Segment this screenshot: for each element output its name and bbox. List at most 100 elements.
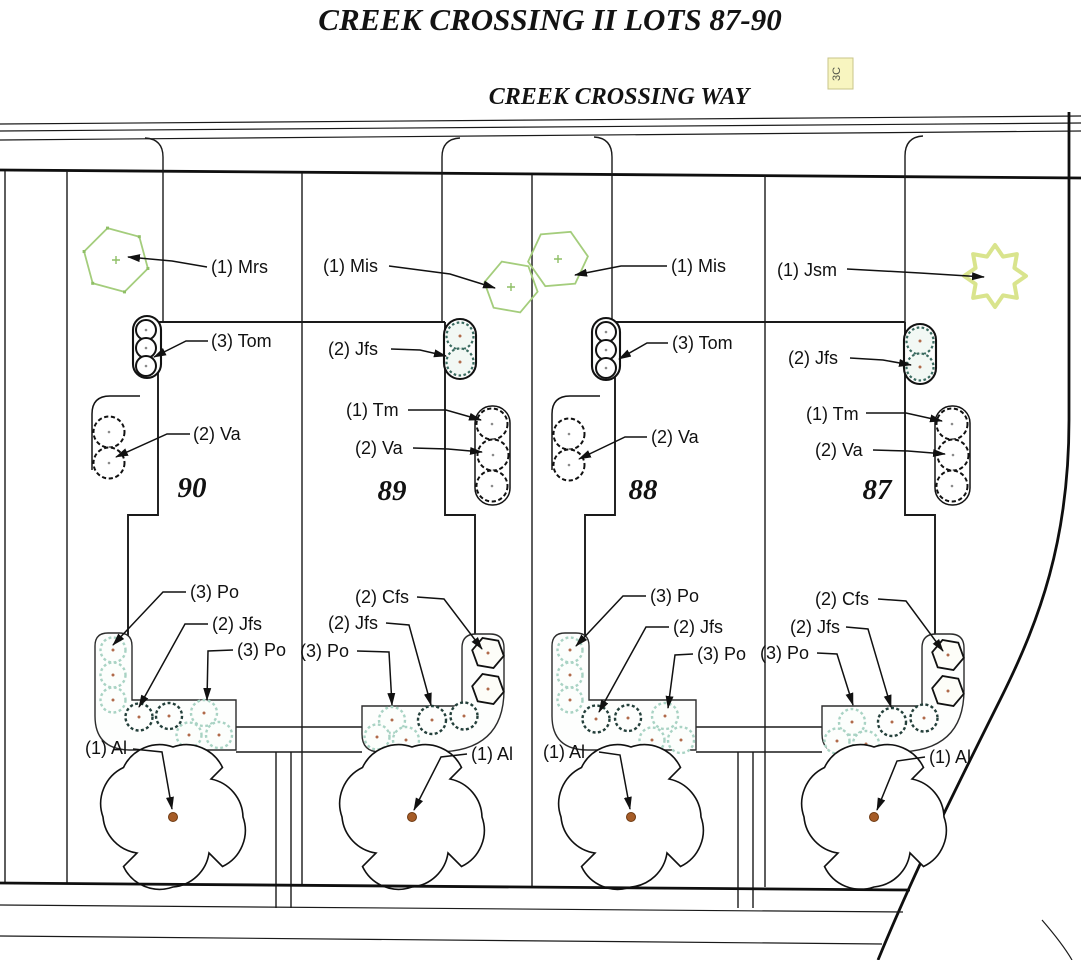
plant-label-mis: (1) Mis: [323, 256, 378, 276]
bottom-street-lines: [0, 881, 1073, 960]
leader-line: [665, 653, 694, 709]
street-edge-line: [0, 935, 883, 945]
leader-line: [816, 652, 854, 706]
street-edge-line: [0, 122, 1081, 132]
po-shrubs-upper-lot-90: [99, 636, 127, 714]
house-side-89: [444, 322, 476, 705]
driveway-edge: [441, 137, 461, 322]
leader-line: [127, 254, 208, 268]
leader-line: [388, 265, 496, 289]
leader-line: [849, 357, 912, 367]
front-property-line: [0, 168, 1081, 180]
house-side-90: [127, 322, 159, 702]
lot-number-87: 87: [863, 474, 894, 506]
plant-label-mis: (1) Mis: [671, 256, 726, 276]
shade-trees: [99, 743, 948, 891]
plant-label-cfs: (2) Cfs: [355, 587, 409, 607]
leader-line: [132, 748, 174, 810]
jfs-shrubs-lower-lot-89: [416, 701, 479, 736]
walkway-88-87: [737, 752, 754, 908]
labels-lot-87: (1) Jsm (2) Jfs (1) Tm (2) Va (2) Cfs (2…: [760, 260, 985, 811]
al-tree-lot-88: [557, 743, 705, 891]
plant-label-tm: (1) Tm: [346, 400, 399, 420]
tm-va-shrubs-lot-89: [474, 405, 511, 506]
plant-label-jfs-upper: (2) Jfs: [328, 339, 378, 359]
plant-label-al: (1) Al: [543, 742, 585, 762]
plant-label-jfs-upper: (2) Jfs: [788, 348, 838, 368]
al-tree-lot-89: [338, 743, 486, 891]
driveways: [144, 135, 924, 322]
street-corner-curve: [1041, 919, 1073, 960]
driveway-edge: [904, 135, 924, 322]
patio-88-87: [696, 726, 822, 753]
leader-line: [575, 595, 646, 647]
leader-line: [574, 265, 667, 277]
revision-note-text: 3C: [831, 67, 843, 81]
leader-line: [846, 268, 985, 281]
va-shrubs-lot-90: [91, 395, 140, 480]
leader-line: [385, 622, 432, 706]
mis-tree-lot-88: [527, 230, 589, 288]
plant-label-po-upper: (3) Po: [650, 586, 699, 606]
driveway-edge: [593, 136, 613, 322]
plant-label-jfs: (2) Jfs: [673, 617, 723, 637]
plant-label-mrs: (1) Mrs: [211, 257, 268, 277]
al-tree-lot-87: [800, 743, 948, 891]
leader-line: [412, 446, 483, 455]
jfs-shrubs-upper-lot-89: [442, 317, 478, 381]
leader-line: [115, 433, 190, 458]
jfs-shrubs-lower-lot-90: [124, 701, 184, 732]
plant-label-jfs-lower: (2) Jfs: [328, 613, 378, 633]
plant-label-jfs-lower: (2) Jfs: [790, 617, 840, 637]
street-edge-line: [0, 115, 1081, 125]
leader-line: [578, 436, 647, 460]
labels-lot-90: (1) Mrs (3) Tom (2) Va (3) Po (2) Jfs (3…: [85, 254, 286, 810]
lot-boundaries: [4, 112, 1071, 960]
leader-line: [618, 342, 668, 360]
jfs-shrubs-lower-lot-87: [876, 703, 939, 738]
leader-line: [598, 751, 632, 810]
jfs-shrubs-upper-lot-87: [902, 322, 938, 386]
lot-number-89: 89: [378, 475, 407, 507]
leader-line: [408, 409, 482, 421]
driveway-edge: [144, 137, 164, 322]
revision-note-box: [827, 57, 854, 90]
leader-line: [416, 596, 483, 650]
walkway-90-89: [275, 752, 292, 908]
plant-label-po: (3) Po: [300, 641, 349, 661]
plant-label-po-lower: (3) Po: [237, 640, 286, 660]
bed-lot-88: [551, 632, 697, 755]
leader-line: [876, 756, 926, 811]
plant-label-al: (1) Al: [471, 744, 513, 764]
plant-label-tm: (1) Tm: [806, 404, 859, 424]
leader-line: [413, 753, 468, 811]
plant-label-va: (2) Va: [651, 427, 700, 447]
leader-line: [872, 449, 946, 458]
patio-90-89: [236, 726, 362, 753]
plant-label-al: (1) Al: [85, 738, 127, 758]
plant-label-tom: (3) Tom: [211, 331, 272, 351]
leader-line: [390, 348, 447, 358]
tom-shrubs-lot-90: [131, 314, 163, 380]
house-side-87: [904, 322, 936, 706]
plant-label-va: (2) Va: [355, 438, 404, 458]
lot-number-88: 88: [629, 474, 659, 506]
po-shrubs-lower-lot-90: [175, 698, 234, 750]
plant-label-jsm: (1) Jsm: [777, 260, 837, 280]
plant-label-cfs: (2) Cfs: [815, 589, 869, 609]
plant-label-po-upper: (3) Po: [190, 582, 239, 602]
street-edge-line: [0, 904, 904, 913]
tom-shrubs-lot-88: [590, 316, 622, 382]
bed-lot-90: [94, 632, 237, 751]
right-boundary-curve: [876, 112, 1071, 960]
lot-number-90: 90: [178, 472, 207, 504]
revision-note: 3C: [827, 57, 854, 90]
leader-line: [845, 626, 892, 708]
leader-line: [356, 650, 396, 706]
planting-beds: [94, 632, 965, 759]
labels-lot-88: (1) Mis (3) Tom (2) Va (3) Po (2) Jfs (3…: [543, 256, 746, 810]
plant-label-po-lower: (3) Po: [697, 644, 746, 664]
plant-label-jfs: (2) Jfs: [212, 614, 262, 634]
